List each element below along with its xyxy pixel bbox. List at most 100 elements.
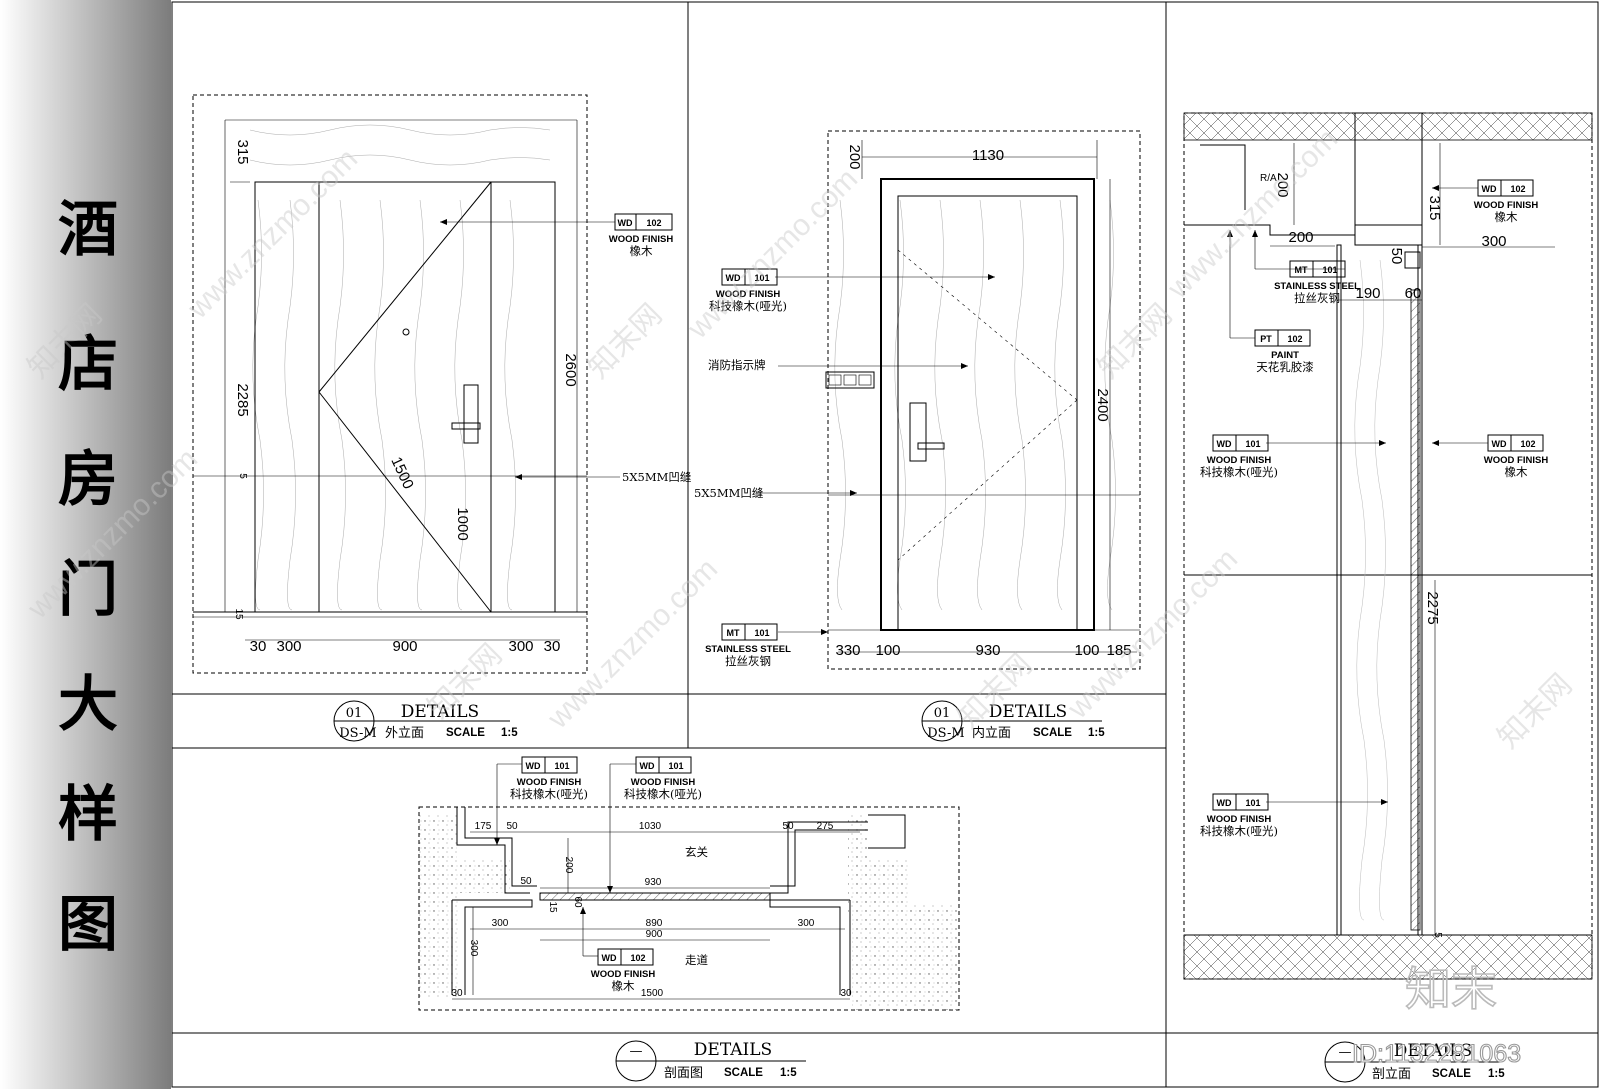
svg-text:WOOD FINISH: WOOD FINISH: [1484, 455, 1549, 466]
svg-text:200: 200: [563, 857, 574, 874]
title-block-interior: 01 DS-M DETAILS 内立面 SCALE 1:5: [921, 700, 1105, 742]
svg-text:50: 50: [520, 876, 532, 887]
svg-text:SCALE: SCALE: [1432, 1068, 1471, 1080]
svg-text:200: 200: [1288, 229, 1313, 246]
svg-text:1130: 1130: [972, 147, 1004, 164]
svg-text:1:5: 1:5: [1488, 1068, 1505, 1080]
material-tag: MT 101 STAINLESS STEEL 拉丝灰钢: [705, 623, 791, 668]
svg-text:101: 101: [1322, 265, 1337, 275]
svg-text:50: 50: [1388, 248, 1405, 265]
svg-text:01: 01: [934, 706, 951, 721]
svg-text:WD: WD: [1492, 439, 1507, 449]
svg-text:60: 60: [572, 896, 583, 908]
svg-text:WOOD FINISH: WOOD FINISH: [631, 777, 696, 788]
title-char: 图: [58, 890, 118, 960]
material-tag: WD 102 WOOD FINISH 橡木: [1474, 179, 1538, 224]
svg-text:300: 300: [468, 940, 479, 957]
svg-text:2275: 2275: [1424, 591, 1441, 624]
svg-text:WD: WD: [1217, 439, 1232, 449]
svg-text:DS-M: DS-M: [339, 726, 377, 741]
title-char: 店: [58, 330, 118, 400]
svg-text:DETAILS: DETAILS: [694, 1040, 772, 1060]
svg-text:—: —: [630, 1044, 643, 1059]
svg-text:30: 30: [451, 988, 463, 999]
dim-label: 900: [392, 638, 417, 655]
svg-text:WD: WD: [1217, 798, 1232, 808]
svg-text:WD: WD: [602, 953, 617, 963]
svg-text:300: 300: [1481, 233, 1506, 250]
dim-label: 2285: [234, 383, 251, 416]
svg-text:DETAILS: DETAILS: [1394, 1041, 1472, 1061]
plan-section: 175 50 1030 50 275 200 50 930 60 15 300 …: [418, 756, 960, 1011]
brand-logo: 知末: [1405, 962, 1497, 1016]
svg-text:WOOD FINISH: WOOD FINISH: [591, 969, 656, 980]
svg-text:2400: 2400: [1094, 388, 1111, 421]
svg-text:STAINLESS STEEL: STAINLESS STEEL: [1274, 281, 1360, 292]
svg-text:WD: WD: [618, 218, 633, 228]
svg-text:SCALE: SCALE: [1033, 727, 1072, 739]
svg-text:890: 890: [646, 918, 663, 929]
exterior-elevation: 315 2285 2600 5 1500 1000 15 30 300 900 …: [192, 94, 692, 674]
sheet-title: 酒 店 房 门 大 样 图: [58, 195, 118, 960]
svg-text:1030: 1030: [639, 821, 662, 832]
groove-note: 5X5MM凹缝: [622, 470, 692, 484]
dim-label: 300: [508, 638, 533, 655]
svg-text:科技橡木(哑光): 科技橡木(哑光): [709, 299, 787, 313]
svg-text:1:5: 1:5: [1088, 727, 1105, 739]
material-tag: WD 102 WOOD FINISH 橡木: [591, 948, 656, 993]
svg-text:101: 101: [754, 273, 769, 283]
watermark: www.znzmo.com: [541, 552, 724, 735]
title-block-section: — DETAILS 剖立面 SCALE 1:5: [1324, 1041, 1505, 1083]
title-char: 房: [58, 445, 118, 515]
svg-text:101: 101: [1245, 439, 1260, 449]
svg-text:科技橡木(哑光): 科技橡木(哑光): [1200, 465, 1278, 479]
id-label: ID:1132281063: [1352, 1040, 1521, 1068]
svg-text:MT: MT: [727, 628, 740, 638]
svg-text:30: 30: [840, 988, 852, 999]
svg-text:300: 300: [492, 918, 509, 929]
svg-text:315: 315: [1426, 195, 1443, 220]
svg-text:930: 930: [645, 877, 662, 888]
svg-text:101: 101: [1245, 798, 1260, 808]
svg-text:102: 102: [646, 218, 661, 228]
watermark: www.znzmo.com: [1161, 122, 1344, 305]
watermark: www.znzmo.com: [181, 142, 364, 325]
svg-text:天花乳胶漆: 天花乳胶漆: [1256, 360, 1314, 374]
svg-text:200: 200: [846, 144, 863, 169]
svg-text:科技橡木(哑光): 科技橡木(哑光): [624, 787, 702, 801]
wood-grain: [249, 124, 551, 611]
watermark: 知末网: [582, 298, 669, 385]
door-handle: [463, 384, 479, 444]
svg-text:WD: WD: [640, 761, 655, 771]
svg-text:15: 15: [547, 901, 558, 913]
svg-text:101: 101: [668, 761, 683, 771]
dim-label: 5: [237, 473, 248, 479]
watermark: www.znzmo.com: [681, 162, 864, 345]
svg-text:1:5: 1:5: [780, 1067, 797, 1079]
title-block-plan: — DETAILS 剖面图 SCALE 1:5: [615, 1040, 806, 1082]
watermark: www.znzmo.com: [1061, 542, 1244, 725]
room-label-foyer: 玄关: [685, 845, 708, 859]
svg-text:300: 300: [798, 918, 815, 929]
dim-label: 15: [233, 608, 244, 620]
svg-text:930: 930: [975, 642, 1000, 659]
svg-text:900: 900: [646, 929, 663, 940]
material-tag: WD 101 WOOD FINISH 科技橡木(哑光): [1200, 793, 1278, 838]
svg-text:橡木: 橡木: [630, 244, 653, 258]
dim-label: 300: [276, 638, 301, 655]
svg-text:科技橡木(哑光): 科技橡木(哑光): [510, 787, 588, 801]
svg-text:DETAILS: DETAILS: [401, 702, 479, 722]
svg-text:101: 101: [554, 761, 569, 771]
svg-text:WOOD FINISH: WOOD FINISH: [1207, 455, 1272, 466]
svg-text:STAINLESS STEEL: STAINLESS STEEL: [705, 644, 791, 655]
svg-text:102: 102: [1520, 439, 1535, 449]
svg-text:50: 50: [506, 821, 518, 832]
svg-text:330: 330: [835, 642, 860, 659]
svg-text:WOOD FINISH: WOOD FINISH: [517, 777, 582, 788]
dim-label: 1000: [454, 507, 471, 540]
svg-text:剖立面: 剖立面: [1372, 1067, 1411, 1082]
svg-text:100: 100: [1074, 642, 1099, 659]
svg-text:SCALE: SCALE: [724, 1067, 763, 1079]
svg-text:PAINT: PAINT: [1271, 350, 1299, 361]
